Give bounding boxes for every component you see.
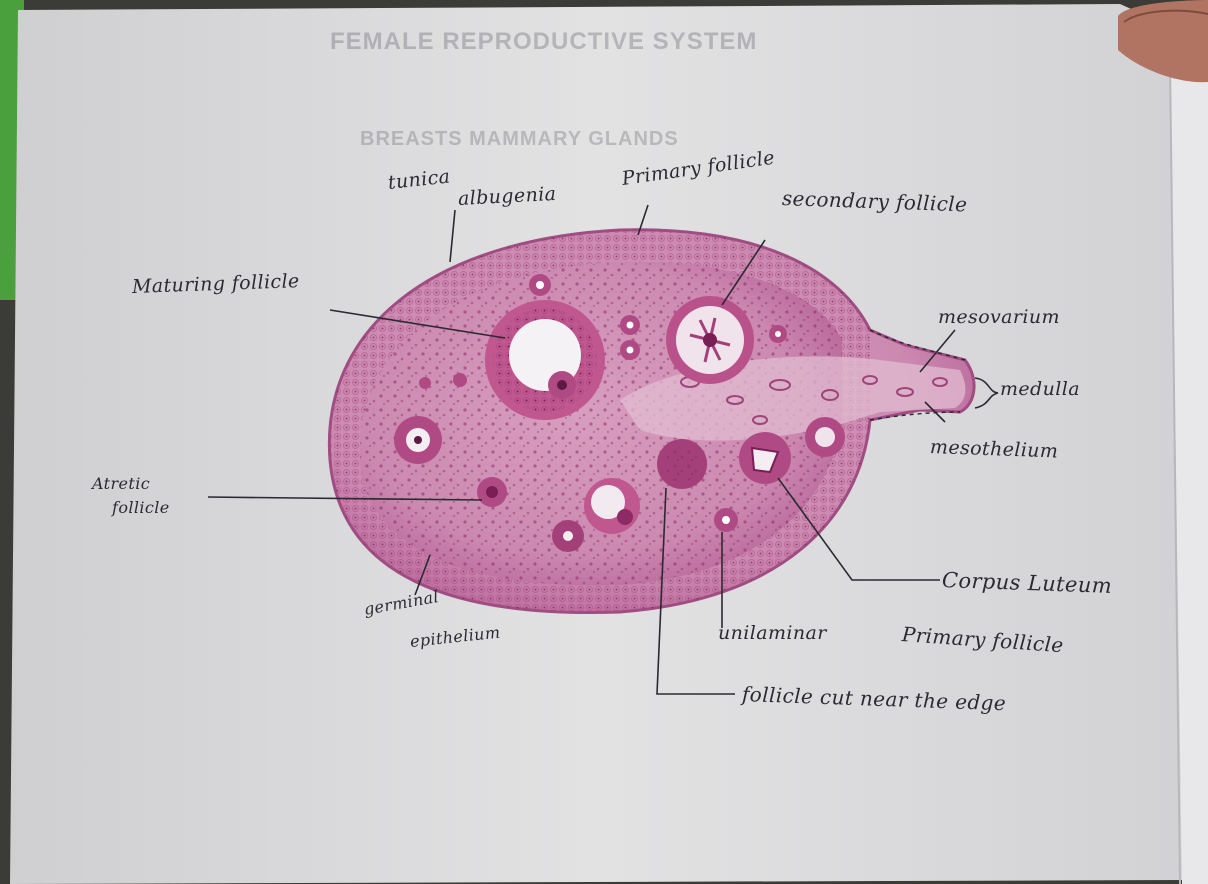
follicle-cut-near-edge xyxy=(657,439,707,489)
label-unilaminar: unilaminar xyxy=(718,622,827,644)
label-mesovarium: mesovarium xyxy=(938,306,1060,328)
oocyte-follicle xyxy=(394,416,442,464)
label-mesothelium: mesothelium xyxy=(930,436,1059,462)
label-atretic-1: Atretic xyxy=(92,474,150,493)
secondary-follicle xyxy=(666,296,754,384)
label-atretic-2: follicle xyxy=(112,498,170,517)
chapter-title: FEMALE REPRODUCTIVE SYSTEM xyxy=(330,28,757,56)
section-title: BREASTS MAMMARY GLANDS xyxy=(360,128,679,151)
atretic-follicle xyxy=(477,477,507,507)
maturing-follicle xyxy=(485,300,605,420)
label-medulla: medulla xyxy=(1000,378,1080,400)
